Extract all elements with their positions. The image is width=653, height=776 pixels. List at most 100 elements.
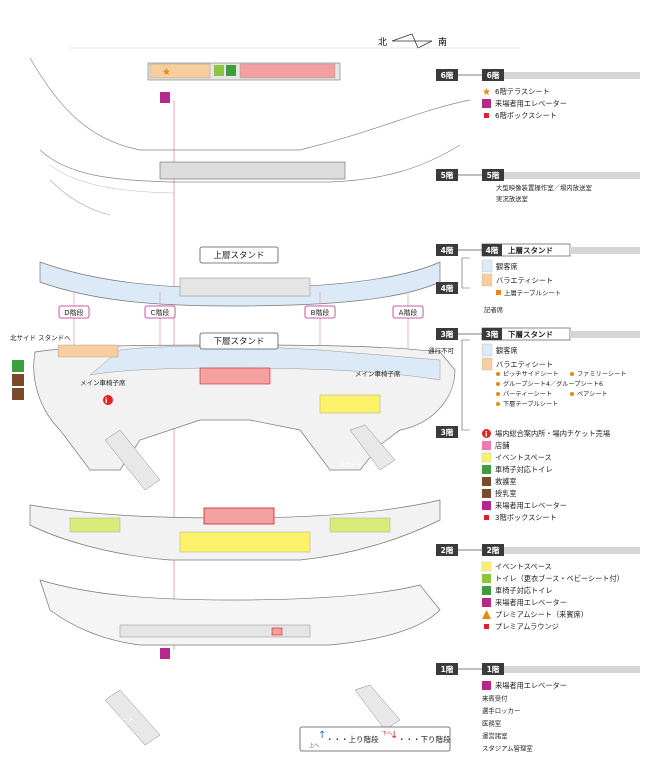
legend6-label: 6階ボックスシート <box>495 111 557 120</box>
upper-stand-label: 上層スタンド <box>213 251 264 261</box>
legend2-item: 車椅子対応トイレ <box>482 586 553 595</box>
elevator-icon <box>482 598 491 607</box>
event-icon <box>481 561 492 572</box>
legend3b-item: 3階ボックスシート <box>484 513 557 522</box>
wheelchair-icon <box>12 360 24 372</box>
legend3b-label: イベントスペース <box>495 453 552 462</box>
legend3b-item: 救護室 <box>482 477 517 486</box>
svg-text:上層テーブルシート: 上層テーブルシート <box>504 288 561 297</box>
legend2-label: トイレ（更衣ブース・ベビーシート付） <box>495 574 624 583</box>
wheelchair-icon <box>226 65 236 76</box>
legend3b-item: 車椅子対応トイレ <box>482 465 553 474</box>
svg-text:★: ★ <box>482 87 491 98</box>
stair-label: A階段 <box>399 308 418 317</box>
svg-text:下へ: 下へ <box>382 731 392 737</box>
stairs-key: ↑ 上へ ・・・上り階段 ↓ 下へ ・・・下り階段 <box>299 726 451 752</box>
star-icon: ★ <box>482 87 491 98</box>
compass-north: 北 <box>378 37 387 48</box>
legend3b-item: 授乳室 <box>482 489 517 498</box>
legend3b-label: 3階ボックスシート <box>495 513 557 522</box>
legend5-item: 実況放送室 <box>496 194 529 203</box>
legend3-seat-item: ペアシート <box>570 391 608 398</box>
legend6-label: 来場者用エレベーター <box>495 99 567 108</box>
legend4-item: バラエティシート <box>481 273 553 287</box>
svg-text:5階: 5階 <box>487 170 500 180</box>
gate-a-label: Aゲート <box>340 461 362 469</box>
floor-1-plan: Bゲート Aゲート <box>39 579 441 746</box>
legend2-label: 車椅子対応トイレ <box>495 586 553 595</box>
down-stairs-label: ・・・下り階段 <box>398 734 451 744</box>
legend1-item: 来賓受付 <box>482 694 508 703</box>
legend3b-label: 来場者用エレベーター <box>495 501 567 510</box>
floor-badge: 5階 <box>441 170 454 180</box>
elevator-icon <box>482 681 491 690</box>
legend3-seat-item: ピッチサイドシート <box>496 371 559 378</box>
premium-icon <box>482 610 491 619</box>
stair-3: A階段 <box>392 305 424 319</box>
north-side-label: 北サイド スタンドへ <box>10 333 71 342</box>
legend3b-label: 授乳室 <box>495 489 517 498</box>
floor-subtitle: 下層スタンド <box>508 329 553 339</box>
legend2-item: プレミアムラウンジ <box>484 622 559 631</box>
legend3b-label: 救護室 <box>495 477 517 486</box>
legend3b-label: 車椅子対応トイレ <box>495 465 553 474</box>
first-aid-icon <box>12 374 24 386</box>
legend1-label: 選手ロッカー <box>482 706 520 715</box>
legend5-item: 大型映像装置操作室／場内放送室 <box>496 183 592 192</box>
elevator-icon <box>160 648 170 659</box>
legend3-item: バラエティシート <box>481 357 553 371</box>
legend3b-item: イベントスペース <box>481 452 552 463</box>
legend1-item: 選手ロッカー <box>482 706 520 715</box>
legend1-item: 医務室 <box>482 719 502 728</box>
toilet-icon <box>482 574 491 583</box>
box-small-icon <box>484 113 489 118</box>
legend2-item: イベントスペース <box>481 561 552 572</box>
legend3-seat-item: パーティーシート <box>496 391 552 398</box>
legend4-item: 上層テーブルシート <box>496 288 561 297</box>
nursing-icon <box>482 489 491 498</box>
legend1-label: スタジアム管理室 <box>482 744 533 753</box>
stair-2: B階段 <box>304 305 336 319</box>
legend3-seat-item: 下層テーブルシート <box>496 400 558 408</box>
first-aid-icon <box>482 477 491 486</box>
legend1-label: 医務室 <box>482 719 502 728</box>
stair-label: B階段 <box>311 308 330 317</box>
svg-text:3階: 3階 <box>441 427 454 437</box>
svg-text:3階: 3階 <box>486 329 499 339</box>
elevator-icon <box>482 501 491 510</box>
toilet-icon <box>214 65 224 76</box>
floor-4-bracket: 4階 <box>436 257 470 294</box>
legend3-seat-item: グループシート4／グループシート6 <box>496 380 603 388</box>
stair-0: D階段 <box>58 305 90 319</box>
floor-3-plan: 下層スタンド 北サイド スタンドへ 通行不可 メイン車椅子席 メイン車椅子席 i… <box>10 332 456 491</box>
legend1-item: 来場者用エレベーター <box>482 681 567 690</box>
svg-text:i: i <box>485 431 487 439</box>
svg-text:ファミリーシート: ファミリーシート <box>577 371 626 378</box>
floor-4-plan: 上層スタンド <box>39 246 441 307</box>
svg-text:バラエティシート: バラエティシート <box>496 276 553 285</box>
legend1-label: 来場者用エレベーター <box>495 681 567 690</box>
floor-badge: 4階 <box>441 245 454 255</box>
legend1-label: 運営諸室 <box>482 731 508 740</box>
svg-text:6階: 6階 <box>487 70 500 80</box>
legend2-label: プレミアムラウンジ <box>495 622 559 631</box>
legend6-item: 6階ボックスシート <box>484 111 557 120</box>
svg-text:ピッチサイドシート: ピッチサイドシート <box>503 371 559 378</box>
legend4-item: 観客席 <box>481 259 518 273</box>
legend3b-label: 店舗 <box>495 441 509 450</box>
legend6-item: 来場者用エレベーター <box>482 99 567 108</box>
svg-text:ペアシート: ペアシート <box>577 391 608 398</box>
stair-label: D階段 <box>64 308 83 317</box>
wheelchair-icon <box>482 586 491 595</box>
compass-south: 南 <box>438 36 447 48</box>
floor-2-plan <box>29 499 441 561</box>
legend4-item: 記者席 <box>484 305 504 314</box>
floor-5-plan <box>39 144 461 216</box>
legend2-label: 来場者用エレベーター <box>495 598 567 607</box>
svg-text:4階: 4階 <box>441 283 454 293</box>
legend3-item: 観客席 <box>481 343 518 357</box>
